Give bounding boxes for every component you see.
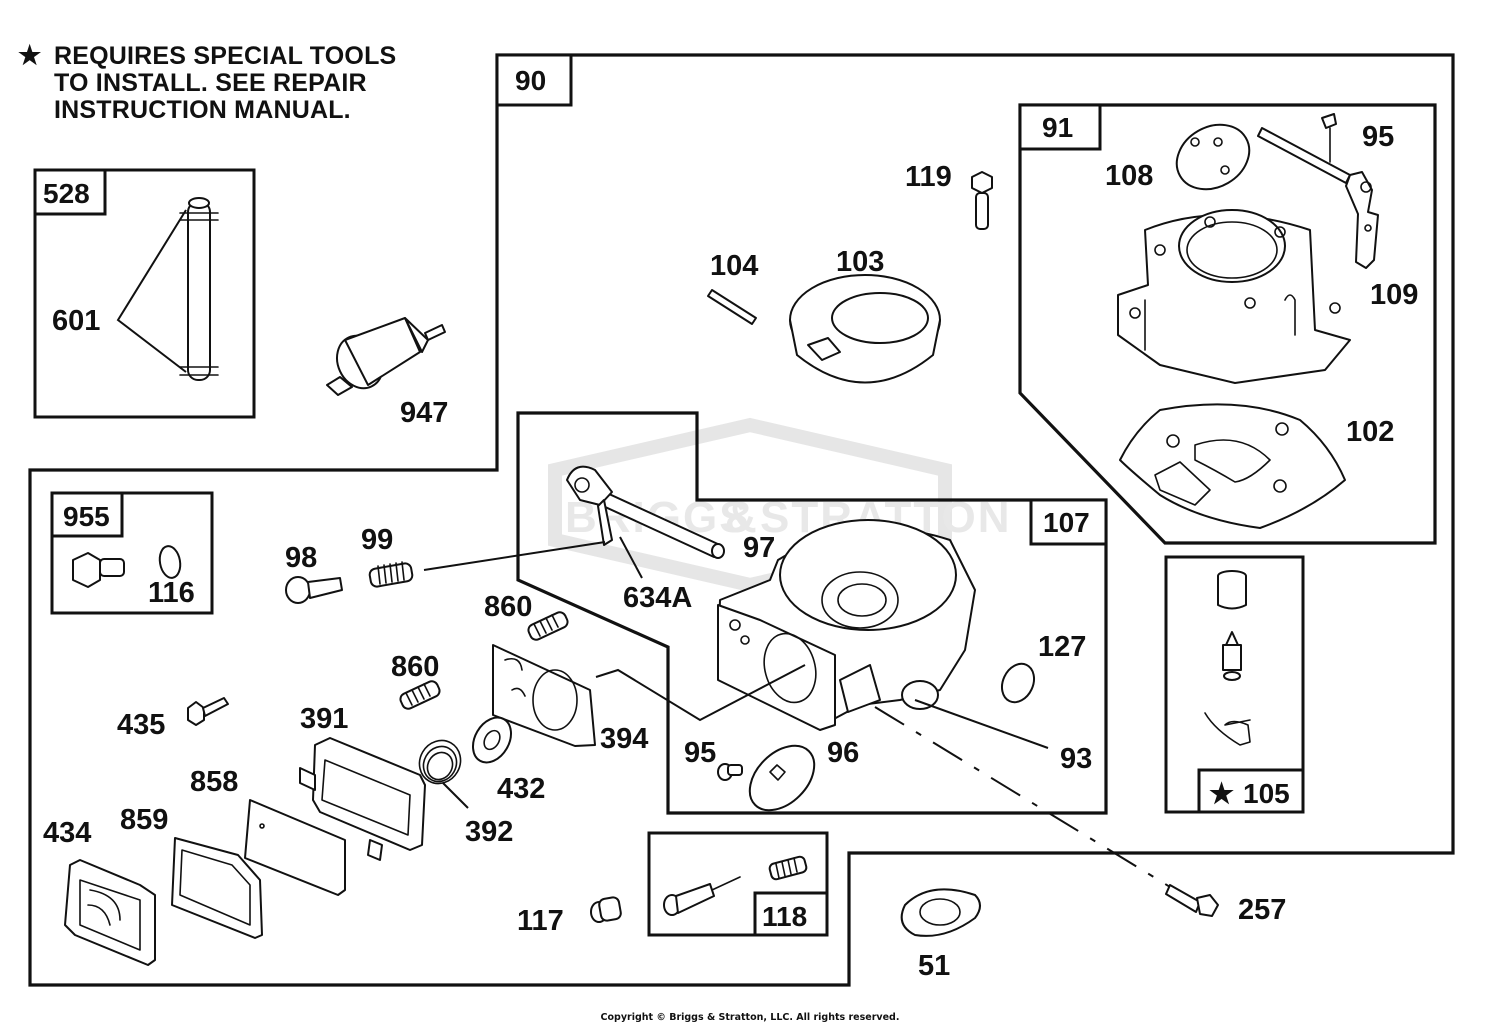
- part-117-screw: [590, 896, 622, 923]
- part-105-needle-seat: [1204, 570, 1251, 746]
- callout-392: 392: [465, 816, 513, 848]
- part-858-gasket: [244, 799, 346, 896]
- part-860-spring-b: [399, 680, 441, 710]
- kit-955-label: 955: [50, 491, 124, 538]
- svg-text:107: 107: [1043, 507, 1090, 538]
- kit-90-label: 90: [495, 53, 573, 107]
- callout-117: 117: [517, 905, 564, 937]
- svg-text:955: 955: [63, 501, 110, 532]
- part-95-screw-lower: [717, 763, 743, 781]
- part-104-pin: [707, 289, 757, 325]
- part-860-spring-a: [527, 611, 569, 641]
- leader-394: [595, 664, 806, 722]
- part-434-cover: [64, 859, 156, 966]
- callout-95-top: 95: [1362, 121, 1394, 153]
- callout-434: 434: [43, 817, 91, 849]
- part-108-plate: [1175, 123, 1251, 191]
- svg-text:118: 118: [762, 901, 807, 932]
- part-109-shaft: [1257, 113, 1379, 269]
- callout-97: 97: [743, 532, 775, 564]
- callout-391: 391: [300, 703, 348, 735]
- callout-860-a: 860: [484, 591, 532, 623]
- callout-859: 859: [120, 804, 168, 836]
- callout-93: 93: [1060, 743, 1092, 775]
- svg-text:90: 90: [515, 65, 546, 96]
- part-91-upper-body: [1117, 209, 1351, 384]
- part-432-diaphragm: [472, 716, 512, 764]
- part-947-solenoid: [326, 317, 446, 396]
- part-98-screw: [285, 576, 343, 604]
- callout-435: 435: [117, 709, 165, 741]
- callout-127: 127: [1038, 631, 1086, 663]
- kit-118-label: 118: [753, 891, 829, 937]
- callout-860-b: 860: [391, 651, 439, 683]
- part-119-screw: [971, 171, 993, 230]
- part-97-choke-shaft: [566, 465, 725, 559]
- star-icon: ★: [1209, 778, 1234, 809]
- callout-96: 96: [827, 737, 859, 769]
- callout-947: 947: [400, 397, 448, 429]
- part-955-bolt: [72, 552, 125, 588]
- part-859-gasket: [171, 837, 263, 939]
- callout-634A: 634A: [623, 582, 692, 614]
- part-601-fuel-line: [116, 197, 219, 381]
- callout-119: 119: [905, 161, 952, 193]
- leader-634A: [619, 536, 643, 579]
- part-51-gasket: [900, 888, 981, 937]
- callout-394: 394: [600, 723, 648, 755]
- callout-104: 104: [710, 250, 758, 282]
- callout-109: 109: [1370, 279, 1418, 311]
- callout-95-low: 95: [684, 737, 716, 769]
- callout-98: 98: [285, 542, 317, 574]
- copyright-notice: Copyright © Briggs & Stratton, LLC. All …: [600, 1012, 900, 1023]
- part-394-gasket: [492, 644, 596, 747]
- kit-107-label: 107: [1029, 498, 1108, 546]
- callout-601: 601: [52, 305, 100, 337]
- kit-91-frame: [1018, 103, 1437, 545]
- part-96-plate: [748, 744, 816, 812]
- part-391-pump-body: [299, 737, 426, 861]
- callout-432: 432: [497, 773, 545, 805]
- svg-text:528: 528: [43, 178, 90, 209]
- part-118-needle: [663, 876, 741, 916]
- kit-90-frame: [28, 53, 1455, 987]
- leader-257: [874, 706, 1176, 891]
- star-icon: ★: [18, 40, 42, 70]
- svg-text:91: 91: [1042, 112, 1073, 143]
- part-392-spring: [418, 739, 469, 809]
- callout-108: 108: [1105, 160, 1153, 192]
- part-118-spring: [768, 855, 808, 881]
- callout-257: 257: [1238, 894, 1286, 926]
- callout-51: 51: [918, 950, 950, 982]
- kit-91-label: 91: [1018, 103, 1102, 151]
- part-103-float: [789, 274, 941, 384]
- kit-107-frame: [516, 411, 1108, 815]
- leader-99: [423, 541, 606, 571]
- note-line-2: TO INSTALL. SEE REPAIR: [54, 69, 367, 97]
- special-tools-note: ★REQUIRES SPECIAL TOOLS TO INSTALL. SEE …: [18, 42, 396, 124]
- callout-102: 102: [1346, 416, 1394, 448]
- callout-103: 103: [836, 246, 884, 278]
- part-435-screw: [187, 697, 229, 726]
- kit-528-label: 528: [33, 168, 107, 216]
- callout-858: 858: [190, 766, 238, 798]
- part-116-washer: [158, 545, 182, 579]
- part-127-plug: [1000, 662, 1036, 704]
- part-99-spring: [368, 561, 414, 588]
- callout-99: 99: [361, 524, 393, 556]
- note-line-3: INSTRUCTION MANUAL.: [54, 96, 351, 124]
- kit-105-label: ★ 105: [1197, 768, 1305, 814]
- part-107-carb-body: [717, 519, 976, 731]
- callout-116: 116: [148, 577, 195, 609]
- note-line-1: ★REQUIRES SPECIAL TOOLS: [18, 40, 397, 70]
- svg-text:105: 105: [1243, 778, 1290, 809]
- part-257-bolt: [1165, 884, 1219, 917]
- leader-93: [914, 699, 1049, 749]
- part-102-gasket: [1119, 403, 1346, 529]
